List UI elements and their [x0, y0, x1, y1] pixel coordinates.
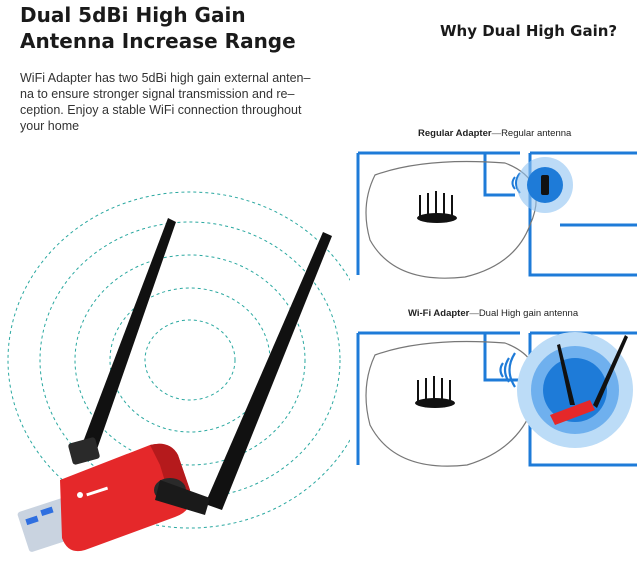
- headline: Dual 5dBi High Gain Antenna Increase Ran…: [20, 2, 320, 54]
- adapter-illustration: [7, 191, 350, 552]
- right-title: Why Dual High Gain?: [440, 22, 618, 40]
- wifi-adapter-desc: Dual High gain antenna: [478, 308, 579, 319]
- regular-adapter-label: Regular Adapter: [418, 128, 492, 139]
- right-antenna-icon: [205, 232, 332, 510]
- small-dongle-icon: [541, 175, 549, 195]
- router-icon: [415, 376, 455, 408]
- regular-adapter-caption: Regular Adapter—Regular antenna: [418, 128, 571, 139]
- regular-adapter-desc: Regular antenna: [501, 128, 572, 139]
- usb-dongle-icon: [17, 443, 210, 552]
- headline-line-1: Dual 5dBi High Gain: [20, 3, 246, 27]
- wifi-signal-icon: [499, 352, 516, 388]
- wifi-adapter-caption: Wi-Fi Adapter—Dual High gain antenna: [408, 308, 578, 319]
- usb-dongle-icon: [550, 335, 628, 425]
- regular-floor-plan: [356, 151, 637, 279]
- wifi-adapter-label: Wi-Fi Adapter: [408, 308, 470, 319]
- description: WiFi Adapter has two 5dBi high gain exte…: [20, 71, 311, 133]
- headline-line-2: Antenna Increase Range: [20, 29, 296, 53]
- regular-separator: —: [491, 128, 502, 139]
- left-antenna-icon: [68, 218, 176, 465]
- wifi-separator: —: [469, 308, 479, 319]
- router-icon: [417, 191, 457, 223]
- wifi-floor-plan: [356, 331, 637, 467]
